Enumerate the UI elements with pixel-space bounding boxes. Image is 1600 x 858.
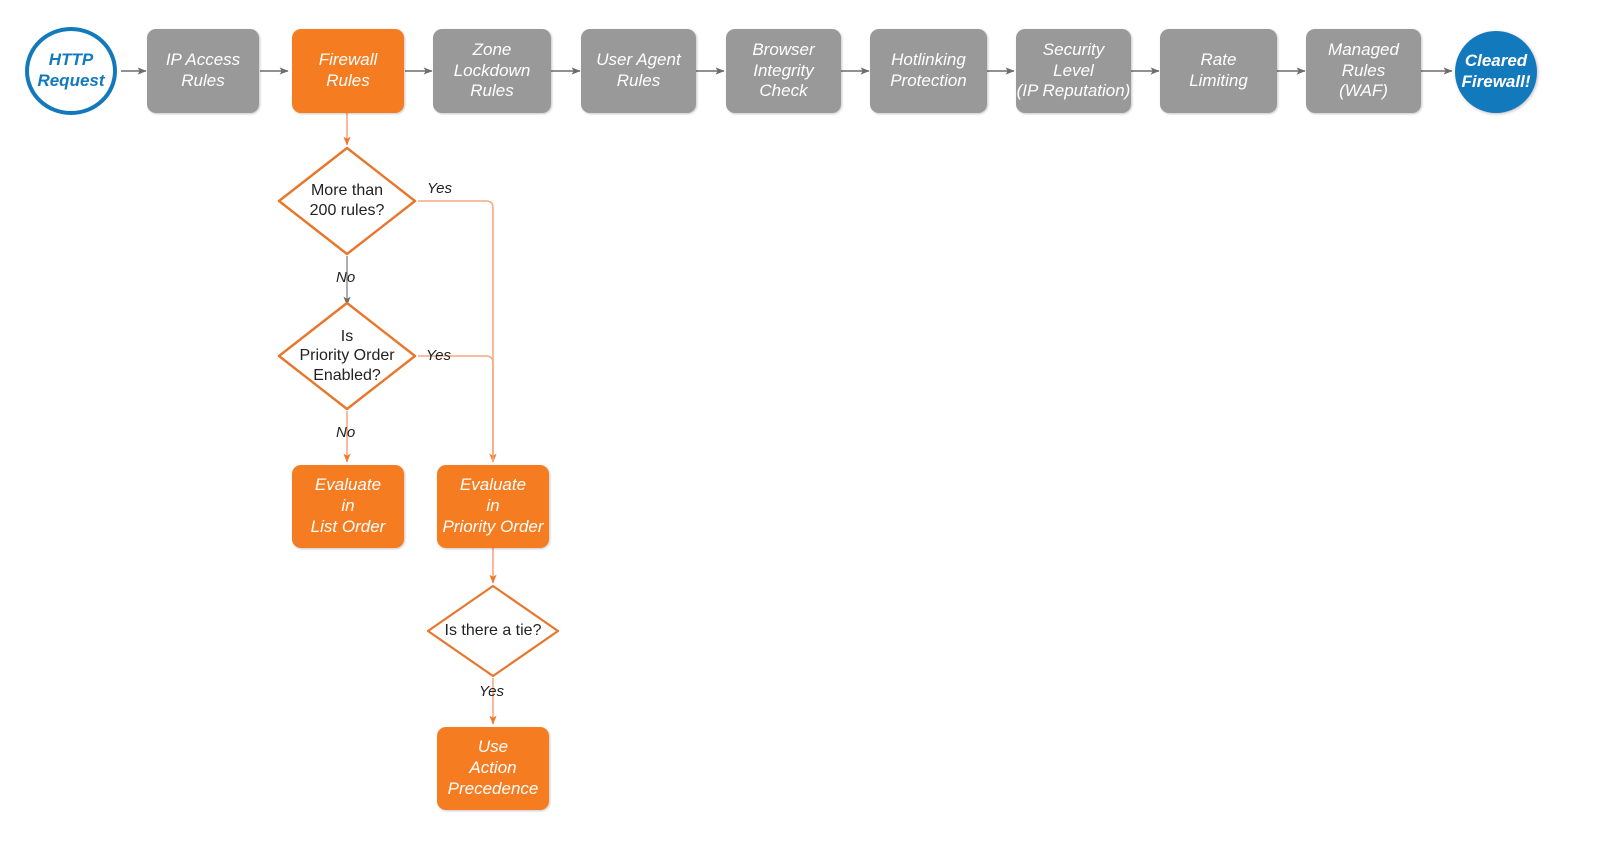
edge-decision2-yes xyxy=(418,355,494,462)
edge-label-yes-priority-order: Yes xyxy=(426,347,452,364)
edge-label-no-more-than-200: No xyxy=(336,269,356,286)
action-label: Evaluate in List Order xyxy=(310,475,386,536)
edge-label-yes-more-than-200: Yes xyxy=(427,180,453,197)
pipeline-step-user-agent-rules[interactable]: User Agent Rules xyxy=(581,29,696,113)
end-node-cleared-firewall[interactable]: Cleared Firewall! xyxy=(1455,31,1537,113)
action-label: Use Action Precedence xyxy=(447,737,539,798)
edge-decision1-yes xyxy=(418,200,497,463)
action-evaluate-in-priority-order[interactable]: Evaluate in Priority Order xyxy=(437,465,549,548)
diamond-shape-icon xyxy=(277,301,417,411)
pipeline-step-label: Rate Limiting xyxy=(1189,50,1248,90)
pipeline-step-browser-integrity-check[interactable]: Browser Integrity Check xyxy=(726,29,841,113)
pipeline-step-ip-access-rules[interactable]: IP Access Rules xyxy=(147,29,259,113)
decision-is-priority-order-enabled[interactable]: Is Priority Order Enabled? xyxy=(276,300,418,412)
pipeline-step-label: User Agent Rules xyxy=(596,50,681,90)
pipeline-step-managed-rules-waf[interactable]: Managed Rules (WAF) xyxy=(1306,29,1421,113)
action-label: Evaluate in Priority Order xyxy=(442,475,544,536)
decision-label: Is Priority Order Enabled? xyxy=(299,327,395,384)
pipeline-step-zone-lockdown-rules[interactable]: Zone Lockdown Rules xyxy=(433,29,551,113)
start-node-http-request[interactable]: HTTP Request xyxy=(25,27,117,115)
pipeline-step-label: Managed Rules (WAF) xyxy=(1328,39,1399,101)
action-evaluate-in-list-order[interactable]: Evaluate in List Order xyxy=(292,465,404,548)
decision-label: More than 200 rules? xyxy=(309,182,385,219)
diamond-shape-icon xyxy=(426,584,560,678)
diamond-shape-icon xyxy=(277,146,417,256)
pipeline-step-security-level[interactable]: Security Level (IP Reputation) xyxy=(1016,29,1131,113)
end-node-label: Cleared Firewall! xyxy=(1461,51,1531,91)
decision-label: Is there a tie? xyxy=(444,622,542,640)
pipeline-step-rate-limiting[interactable]: Rate Limiting xyxy=(1160,29,1277,113)
pipeline-step-label: Security Level (IP Reputation) xyxy=(1016,39,1131,101)
decision-is-there-a-tie[interactable]: Is there a tie? xyxy=(425,583,561,679)
pipeline-step-label: Hotlinking Protection xyxy=(890,50,967,90)
action-use-action-precedence[interactable]: Use Action Precedence xyxy=(437,727,549,810)
edge-label-no-priority-order: No xyxy=(336,424,356,441)
pipeline-step-label: Zone Lockdown Rules xyxy=(453,39,531,101)
start-node-label: HTTP Request xyxy=(37,50,105,90)
pipeline-step-firewall-rules[interactable]: Firewall Rules xyxy=(292,29,404,113)
edge-label-yes-tie: Yes xyxy=(479,683,505,700)
pipeline-step-hotlinking-protection[interactable]: Hotlinking Protection xyxy=(870,29,987,113)
pipeline-step-label: IP Access Rules xyxy=(165,50,241,90)
pipeline-step-label: Browser Integrity Check xyxy=(752,39,815,101)
decision-more-than-200-rules[interactable]: More than 200 rules? xyxy=(276,145,418,257)
pipeline-step-label: Firewall Rules xyxy=(318,50,378,90)
